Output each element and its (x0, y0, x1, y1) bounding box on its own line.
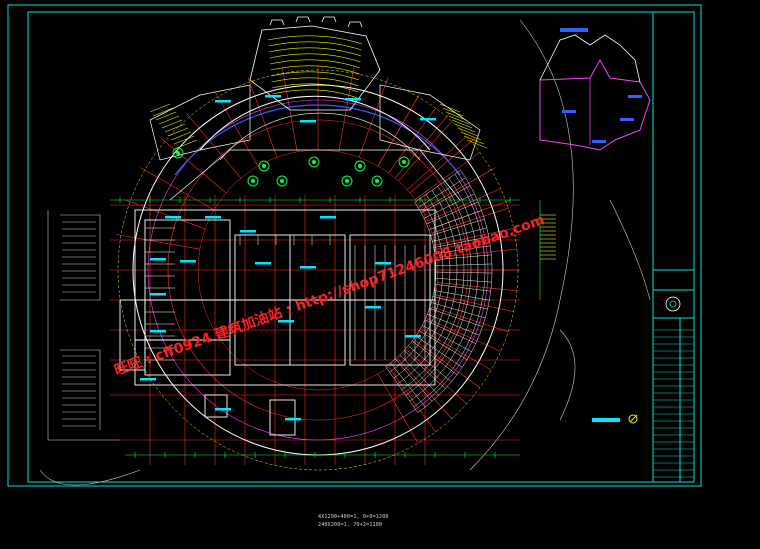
legend-symbol (592, 414, 638, 424)
site-road (469, 19, 651, 471)
landscape-trees (172, 147, 410, 187)
title-block-logo (665, 296, 681, 312)
auditorium (249, 16, 381, 111)
title-note-1: 4X1200+400=1, 0+0=1200 (318, 514, 389, 520)
title-block-rows (653, 329, 694, 478)
room-labels (140, 95, 436, 421)
parking-area (39, 210, 141, 486)
parking-stripes (62, 221, 96, 427)
auditorium-seats (267, 35, 363, 99)
wing-details (149, 84, 481, 201)
stair-hatching (149, 103, 556, 260)
main-hall-plan (119, 209, 436, 436)
inset-plan (539, 28, 651, 151)
room-partitions (145, 227, 426, 361)
title-note-2: 240X200=1, 70+2=1100 (318, 522, 383, 528)
dimension-lines (110, 197, 541, 458)
seating-fan (385, 170, 493, 413)
